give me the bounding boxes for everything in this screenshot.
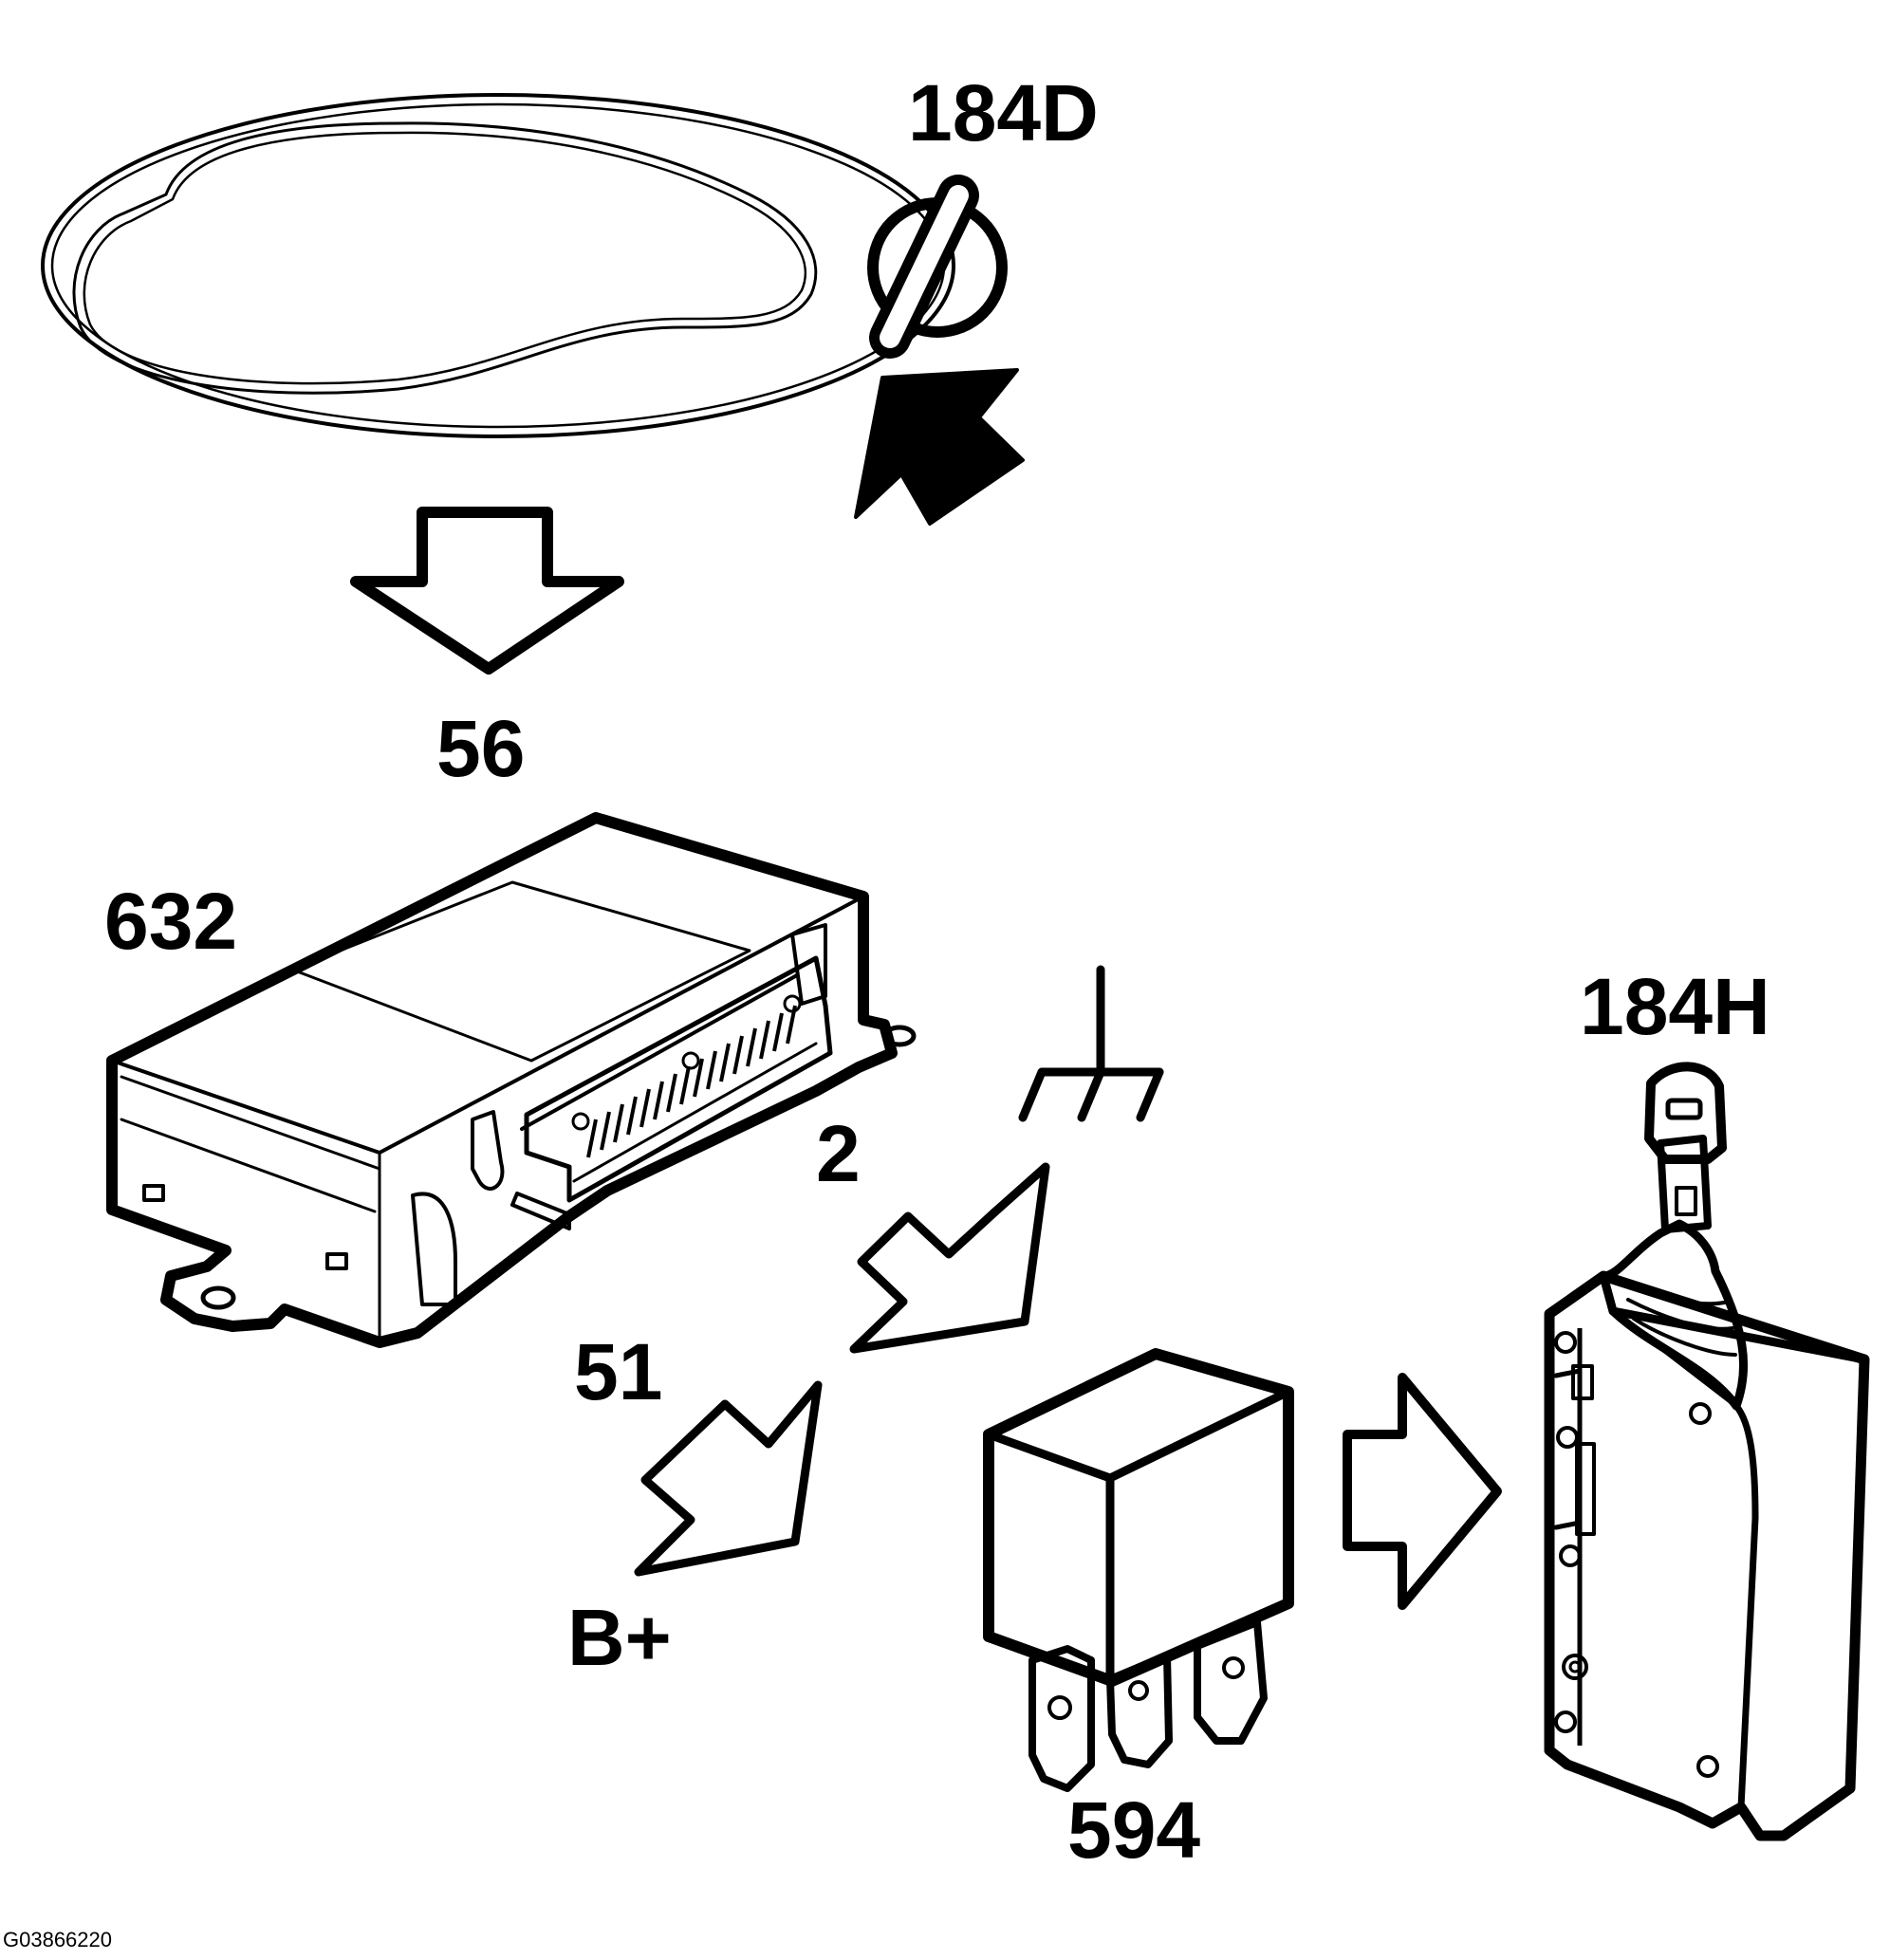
callout-632: 632 (104, 877, 237, 966)
relay (983, 1348, 1294, 1792)
hollow-arrow-icon (1343, 1373, 1502, 1610)
callout-184h: 184H (1580, 962, 1770, 1051)
callout-51: 51 (574, 1327, 662, 1416)
hollow-arrow-icon (849, 1162, 1050, 1354)
solid-arrow-icon (854, 368, 1025, 526)
hollow-arrow-icon (350, 507, 624, 675)
callout-b-plus: B+ (567, 1593, 672, 1682)
callout-184d: 184D (908, 68, 1099, 157)
lock-motor (1544, 1062, 1870, 1841)
control-module (106, 812, 917, 1348)
callout-56: 56 (436, 704, 525, 793)
hollow-arrow-icon (634, 1380, 823, 1577)
callout-2: 2 (816, 1109, 861, 1198)
lock-cylinder (867, 175, 1008, 359)
door-handle (41, 93, 955, 438)
figure-id: G03866220 (3, 1928, 112, 1951)
ground-symbol-icon (1018, 965, 1164, 1122)
callout-594: 594 (1067, 1785, 1200, 1875)
